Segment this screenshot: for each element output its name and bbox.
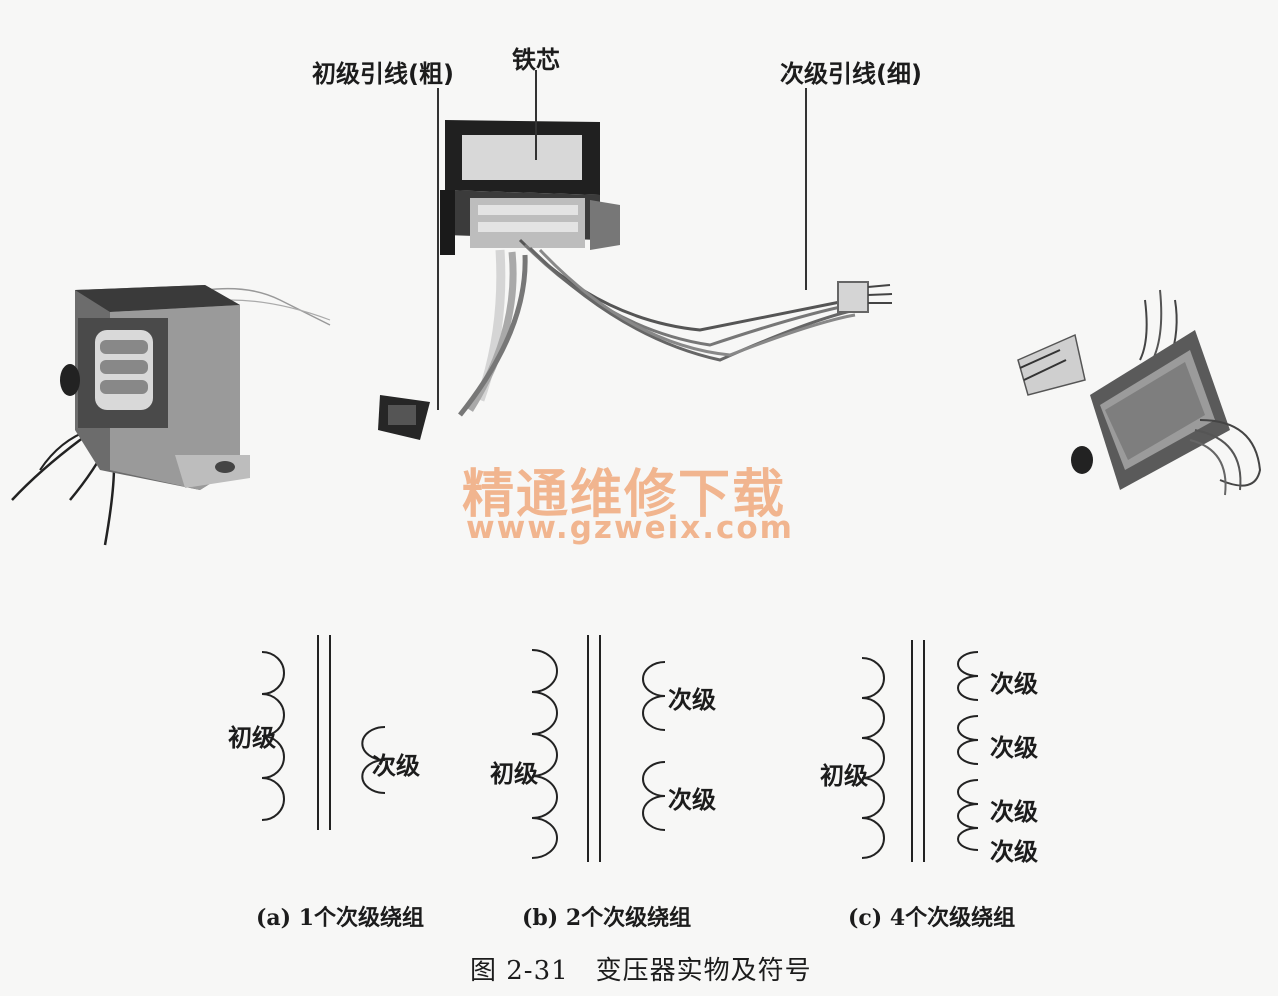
diagram-c-caption: (c) 4个次级绕组 [848,905,1016,931]
diagram-b-caption: (b) 2个次级绕组 [522,905,692,931]
diagram-c-secondary-2-label: 次级 [990,734,1038,762]
secondary-lead-label: 次级引线(细) [780,60,922,88]
diagram-b-secondary-1-label: 次级 [668,686,716,714]
watermark-title: 精通维修下载 [462,465,787,525]
diagram-b-secondary-2-label: 次级 [668,786,716,814]
diagram-a-primary-label: 初级 [228,724,276,752]
diagram-c-secondary-4-label: 次级 [990,838,1038,866]
diagram-c-secondary-1-label: 次级 [990,670,1038,698]
iron-core-label: 铁芯 [512,46,560,74]
symbol-a [261,635,386,830]
symbol-b [531,635,666,862]
diagram-b-primary-label: 初级 [490,760,538,788]
diagram-a-secondary-label: 次级 [372,752,420,780]
transformer-photo-left [11,285,331,546]
watermark-url: www.gzweix.com [466,510,794,546]
transformer-photo-center [378,120,893,440]
figure-caption: 图 2-31 变压器实物及符号 [470,956,812,986]
diagram-c-secondary-3-label: 次级 [990,798,1038,826]
transformer-photo-right [1017,289,1262,496]
symbol-c [861,640,979,862]
primary-lead-label: 初级引线(粗) [312,60,454,88]
diagram-c-primary-label: 初级 [820,762,868,790]
diagram-a-caption: (a) 1个次级绕组 [256,905,425,931]
